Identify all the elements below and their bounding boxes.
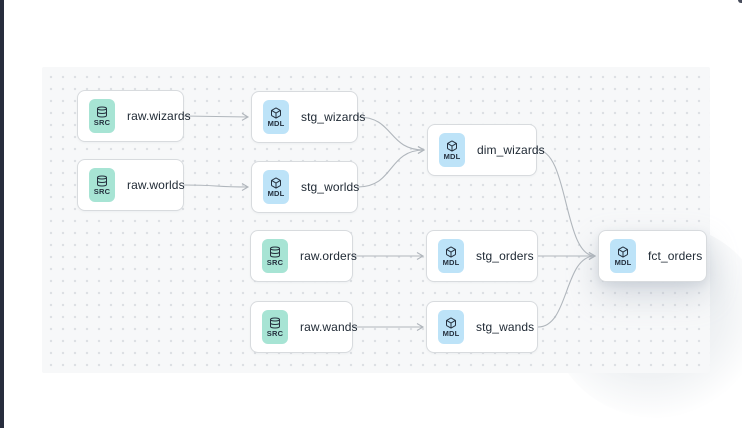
node-type-badge: SRC: [262, 310, 288, 344]
node-type-badge: MDL: [439, 133, 465, 167]
node-type-label: SRC: [266, 257, 284, 267]
node-label: stg_orders: [476, 249, 534, 263]
node-type-badge: SRC: [89, 99, 115, 133]
node-label: stg_worlds: [301, 180, 360, 194]
cube-icon: [447, 140, 457, 152]
node-raw-wizards[interactable]: SRC raw.wizards: [77, 90, 191, 142]
node-label: stg_wizards: [301, 110, 366, 124]
database-icon: [97, 175, 107, 187]
node-type-label: SRC: [93, 117, 111, 127]
node-fct-orders[interactable]: MDL fct_orders: [551, 223, 742, 418]
cube-icon: [271, 107, 281, 119]
database-icon: [270, 317, 280, 329]
node-stg-wizards[interactable]: MDL stg_wizards: [251, 91, 365, 143]
node-type-label: MDL: [442, 328, 460, 338]
node-stg-wands[interactable]: MDL stg_wands: [426, 301, 538, 353]
node-label: fct_orders: [648, 249, 703, 263]
node-raw-orders[interactable]: SRC raw.orders: [250, 230, 357, 282]
node-label: raw.wizards: [127, 109, 191, 123]
cube-icon: [618, 246, 628, 258]
node-type-label: MDL: [442, 257, 460, 267]
node-type-badge: MDL: [438, 239, 464, 273]
node-type-label: MDL: [267, 118, 285, 128]
node-type-label: MDL: [614, 257, 632, 267]
window-edge-left: [0, 0, 4, 428]
node-type-badge: MDL: [263, 100, 289, 134]
node-label: dim_wizards: [477, 143, 545, 157]
node-stg-orders[interactable]: MDL stg_orders: [426, 230, 538, 282]
node-dim-wizards[interactable]: MDL dim_wizards: [427, 124, 545, 176]
node-type-badge: MDL: [263, 170, 289, 204]
node-label: raw.worlds: [127, 178, 185, 192]
node-type-label: MDL: [443, 151, 461, 161]
node-type-badge: MDL: [438, 310, 464, 344]
cube-icon: [271, 177, 281, 189]
node-type-badge: SRC: [89, 168, 115, 202]
node-raw-worlds[interactable]: SRC raw.worlds: [77, 159, 185, 211]
node-raw-wands[interactable]: SRC raw.wands: [250, 301, 358, 353]
node-label: raw.orders: [300, 249, 358, 263]
node-type-label: MDL: [267, 188, 285, 198]
window-corner-speck: [738, 0, 742, 3]
node-label: raw.wands: [300, 320, 358, 334]
database-icon: [97, 106, 107, 118]
node-type-label: SRC: [266, 328, 284, 338]
database-icon: [270, 246, 280, 258]
node-type-label: SRC: [93, 186, 111, 196]
node-type-badge: MDL: [610, 239, 636, 273]
cube-icon: [446, 317, 456, 329]
node-label: stg_wands: [476, 320, 535, 334]
node-type-badge: SRC: [262, 239, 288, 273]
cube-icon: [446, 246, 456, 258]
node-stg-worlds[interactable]: MDL stg_worlds: [251, 161, 360, 213]
